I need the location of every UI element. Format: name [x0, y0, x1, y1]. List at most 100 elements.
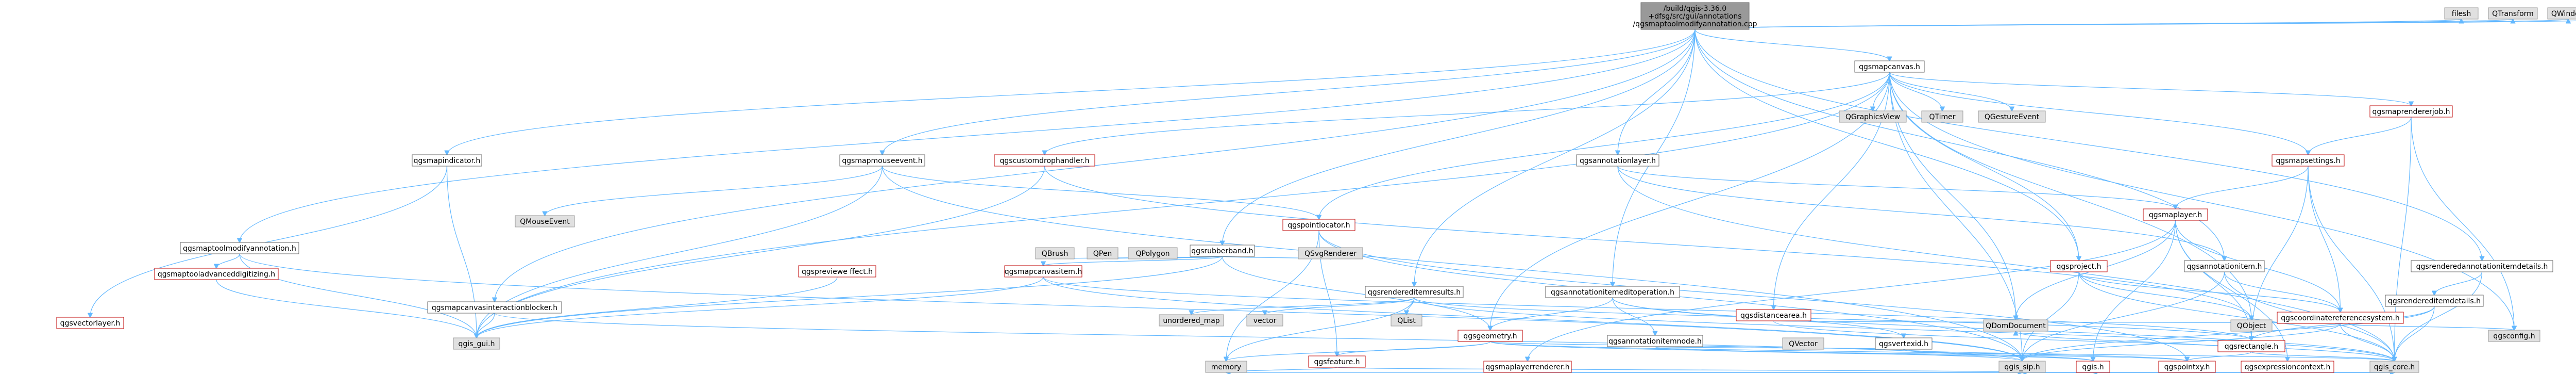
dependency-edge — [1337, 341, 1491, 356]
node-label: QVector — [1789, 340, 1818, 348]
dependency-edge — [1490, 297, 1613, 330]
node-qgsmapcanvasitem[interactable]: qgsmapcanvasitem.h — [1004, 265, 1082, 278]
node-qgsgeometry[interactable]: qgsgeometry.h — [1458, 330, 1523, 342]
dependency-edge — [1406, 297, 1415, 315]
node-qgsmapadvanceddigitizing[interactable]: qgsmaptooladvanceddigitizing.h — [154, 268, 279, 280]
node-qgscoordinatereferencesystem[interactable]: qgscoordinatereferencesystem.h — [2277, 312, 2404, 324]
node-qpen: QPen — [1087, 247, 1118, 259]
node-qmouseevent: QMouseEvent — [515, 215, 575, 227]
node-qgsmapmouseevent[interactable]: qgsmapmouseevent.h — [839, 154, 925, 167]
node-label: qgsrectangle.h — [2225, 343, 2278, 351]
node-box — [2050, 260, 2108, 272]
dependency-edge — [1043, 277, 2251, 340]
node-qgspointlocator[interactable]: qgspointlocator.h — [1282, 219, 1355, 231]
node-qgsrendereditemdetails[interactable]: qgsrendereditemdetails.h — [2385, 295, 2484, 307]
node-root[interactable]: /build/qgis-3.36.0+dfsg/src/gui/annotati… — [1633, 2, 1757, 30]
node-box — [2488, 330, 2540, 342]
node-qgsvectorlayer[interactable]: qgsvectorlayer.h — [56, 317, 124, 329]
node-box — [2158, 361, 2216, 373]
dependency-edge — [240, 29, 1696, 242]
dependency-edge — [545, 166, 883, 216]
node-label: qgsannotationlayer.h — [1580, 157, 1656, 165]
node-box — [1921, 110, 1963, 123]
node-box — [1190, 245, 1255, 257]
node-label: qgsannotationitem.h — [2187, 263, 2262, 271]
node-qgsmapsettings[interactable]: qgsmapsettings.h — [2272, 154, 2345, 167]
node-label: qgis_gui.h — [459, 340, 495, 348]
node-qgsvertexid[interactable]: qgsvertexid.h — [1875, 337, 1933, 350]
node-filesh: filesh — [2444, 7, 2479, 20]
dependency-edge — [1336, 367, 2022, 372]
dependency-edge — [1694, 29, 1890, 61]
node-box — [2444, 7, 2479, 20]
graph-nodes: /build/qgis-3.36.0+dfsg/src/gui/annotati… — [56, 2, 2576, 373]
dependency-edge — [1694, 29, 2225, 261]
dependency-edge — [2022, 323, 2341, 361]
node-label: qgsannotationitemnode.h — [1608, 337, 1702, 346]
dependency-edge — [1889, 72, 1943, 111]
node-box — [1458, 330, 1523, 342]
node-qgsrectangle[interactable]: qgsrectangle.h — [2217, 340, 2285, 352]
node-label: qgsrendereditemdetails.h — [2388, 297, 2481, 305]
node-qgsmapcanvasinteractionblocker[interactable]: qgsmapcanvasinteractionblocker.h — [427, 301, 562, 314]
node-qgsrenderedannotationitemdetails[interactable]: qgsrenderedannotationitemdetails.h — [2411, 260, 2553, 272]
node-box — [1308, 355, 1366, 368]
node-label: QDomDocument — [1986, 322, 2046, 330]
node-qgsexpressioncontext[interactable]: qgsexpressioncontext.h — [2241, 361, 2334, 373]
node-qsvgrenderer: QSvgRenderer — [1298, 247, 1363, 259]
node-qbrush: QBrush — [1035, 247, 1075, 259]
node-memory: memory — [1205, 361, 1247, 373]
dependency-edge — [477, 277, 838, 338]
node-label: filesh — [2452, 10, 2471, 18]
dependency-edge — [1044, 166, 2252, 320]
node-box — [1159, 314, 1224, 327]
node-qgsmapindicator[interactable]: qgsmapindicator.h — [412, 154, 482, 167]
node-qgspointxy[interactable]: qgspointxy.h — [2158, 361, 2216, 373]
node-qgsrendereditemresults[interactable]: qgsrendereditemresults.h — [1365, 286, 1464, 298]
node-box — [2385, 295, 2484, 307]
dependency-edge — [1612, 297, 1655, 335]
node-qgsproject[interactable]: qgsproject.h — [2050, 260, 2108, 272]
node-box — [1978, 110, 2046, 123]
node-qgsannotationlayer[interactable]: qgsannotationlayer.h — [1576, 154, 1659, 167]
node-box — [1004, 265, 1082, 278]
node-label: QTransform — [2492, 10, 2534, 18]
node-box — [515, 215, 575, 227]
node-qgsmaplayerrenderer[interactable]: qgsmaplayerrenderer.h — [1483, 361, 1572, 373]
node-qgsmaprendererjob[interactable]: qgsmaprendererjob.h — [2369, 105, 2453, 118]
node-box — [2143, 208, 2208, 221]
dependency-edge — [2022, 306, 2435, 361]
dependency-edge — [1414, 29, 1696, 286]
node-label: +dfsg/src/gui/annotations — [1648, 12, 1741, 21]
node-box — [1128, 247, 1178, 259]
dependency-edge — [2022, 271, 2225, 361]
node-label: qgsmaplayerrenderer.h — [1485, 363, 1569, 371]
node-label: qgsrubberband.h — [1191, 247, 1253, 255]
node-qgsannotationitemnode[interactable]: qgsannotationitemnode.h — [1607, 335, 1703, 347]
node-qgsmaplayer[interactable]: qgsmaplayer.h — [2143, 208, 2208, 221]
node-qgsdistancearea[interactable]: qgsdistancearea.h — [1736, 309, 1811, 321]
node-box — [1854, 60, 1925, 73]
node-qgsannotationitem[interactable]: qgsannotationitem.h — [2184, 260, 2265, 272]
node-qgsrubberband[interactable]: qgsrubberband.h — [1190, 245, 1255, 257]
dependency-edge — [1694, 29, 2482, 261]
node-qgsmapcanvas[interactable]: qgsmapcanvas.h — [1854, 60, 1925, 73]
dependency-edge — [2224, 271, 2341, 312]
node-label: qgis.h — [2082, 363, 2104, 371]
node-box — [1998, 361, 2046, 373]
node-qgis_core: qgis_core.h — [2369, 361, 2419, 373]
node-qgscustomdrophandler[interactable]: qgscustomdrophandler.h — [994, 154, 1095, 167]
node-qgsannotationitemeditoperation[interactable]: qgsannotationitemeditoperation.h — [1545, 286, 1680, 298]
node-box — [839, 154, 925, 167]
dependency-edge — [1043, 256, 1223, 266]
dependency-edge — [2078, 271, 2251, 320]
node-qtimer: QTimer — [1921, 110, 1963, 123]
node-qgsfeature[interactable]: qgsfeature.h — [1308, 355, 1366, 368]
node-label: /build/qgis-3.36.0 — [1664, 5, 1726, 13]
dependency-edge — [1889, 72, 2023, 361]
node-label: qgsrenderedannotationitemdetails.h — [2416, 263, 2548, 271]
node-qgsmaptoolmodifyannotation[interactable]: qgsmaptoolmodifyannotation.h — [180, 242, 299, 254]
node-qgspreviewe-ffect[interactable]: qgspreviewe ffect.h — [798, 265, 876, 278]
node-vector: vector — [1246, 314, 1283, 327]
node-qgis[interactable]: qgis.h — [2076, 361, 2110, 373]
